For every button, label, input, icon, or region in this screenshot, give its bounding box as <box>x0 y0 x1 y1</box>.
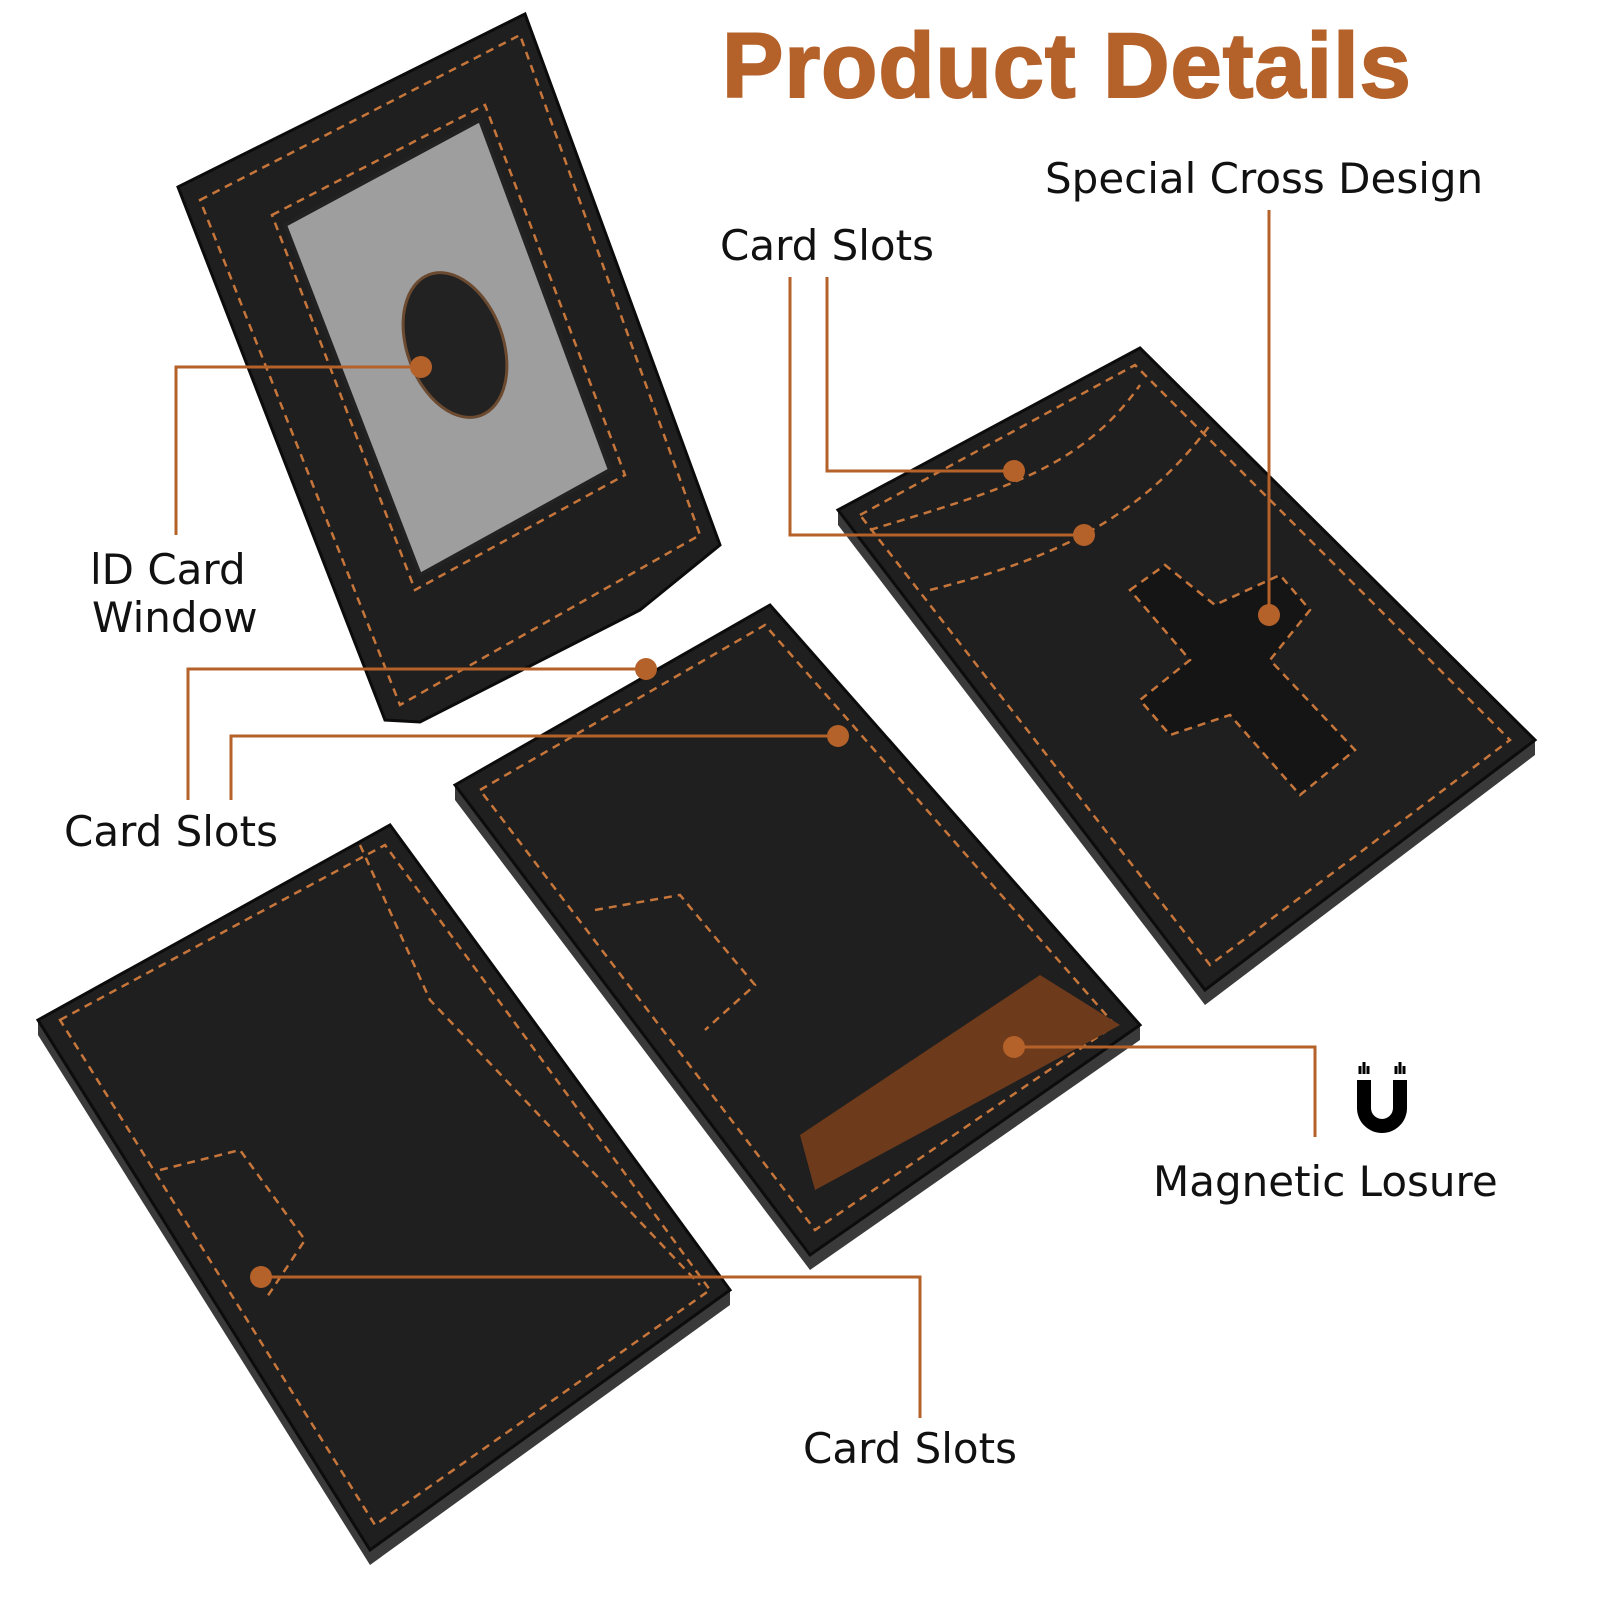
magnet-icon <box>1357 1062 1407 1133</box>
wallet-middle <box>452 603 1143 1270</box>
label-id-card-window-line2: Window <box>92 593 258 642</box>
label-special-cross-design: Special Cross Design <box>1045 154 1484 203</box>
label-card-slots-left: Card Slots <box>64 807 278 856</box>
page-title: Product Details <box>721 14 1412 118</box>
wallet-open-flap <box>176 11 722 724</box>
label-card-slots-bottom: Card Slots <box>803 1424 1017 1473</box>
label-magnetic-closure: Magnetic Losure <box>1153 1157 1498 1206</box>
leader-lines <box>174 210 1317 1418</box>
wallet-left <box>35 823 733 1565</box>
wallet-right <box>835 346 1538 1005</box>
label-id-card-window-line1: lD Card <box>90 545 246 594</box>
label-card-slots-top: Card Slots <box>720 221 934 270</box>
